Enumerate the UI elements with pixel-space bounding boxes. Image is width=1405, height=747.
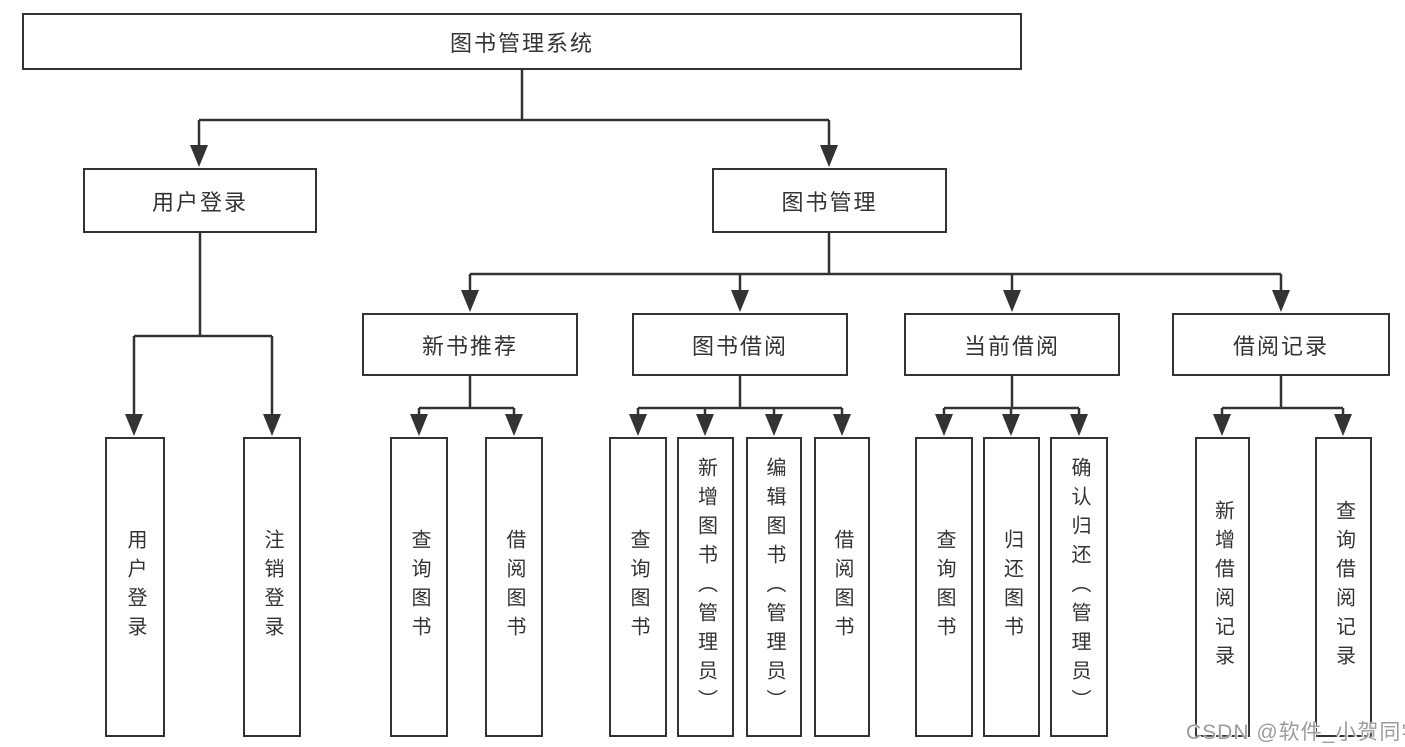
node-label: 查询图书 <box>408 529 430 645</box>
arrowheads <box>125 145 1352 436</box>
node-label: 当前借阅 <box>963 333 1060 359</box>
node-label: 新增借阅记录 <box>1211 500 1234 674</box>
leaf-confirm-return-admin: 确认归还（管理员） <box>1050 437 1108 737</box>
node-user-login: 用户登录 <box>83 168 317 233</box>
node-label: 注销登录 <box>261 529 283 645</box>
node-book-borrow: 图书借阅 <box>632 313 848 376</box>
leaf-user-login: 用户登录 <box>105 437 165 737</box>
leaf-borrow-books-1: 借阅图书 <box>485 437 543 737</box>
node-label: 归还图书 <box>1000 529 1023 645</box>
node-label: 查询图书 <box>933 529 955 645</box>
node-current-borrow: 当前借阅 <box>904 313 1120 376</box>
leaf-query-borrow-record: 查询借阅记录 <box>1315 437 1372 737</box>
leaf-add-borrow-record: 新增借阅记录 <box>1195 437 1250 737</box>
node-label: 借阅图书 <box>831 529 853 645</box>
leaf-add-book-admin: 新增图书（管理员） <box>677 437 734 737</box>
node-borrow-records: 借阅记录 <box>1172 313 1390 376</box>
leaf-query-books-1: 查询图书 <box>390 437 448 737</box>
node-label: 新增图书（管理员） <box>694 456 717 718</box>
leaf-borrow-books-2: 借阅图书 <box>814 437 870 737</box>
node-label: 图书借阅 <box>691 333 788 359</box>
node-label: 查询借阅记录 <box>1332 500 1355 674</box>
node-label: 编辑图书（管理员） <box>763 456 785 718</box>
node-label: 新书推荐 <box>421 333 518 359</box>
node-new-book-recommend: 新书推荐 <box>362 313 578 376</box>
csdn-watermark: CSDN @软件_小贺同学 <box>1186 721 1405 744</box>
node-label: 图书管理系统 <box>449 30 594 56</box>
node-label: 借阅图书 <box>503 529 525 645</box>
node-label: 确认归还（管理员） <box>1068 456 1090 718</box>
leaf-return-book: 归还图书 <box>983 437 1040 737</box>
node-label: 借阅记录 <box>1232 333 1329 359</box>
node-label: 用户登录 <box>124 529 146 645</box>
leaf-logout: 注销登录 <box>243 437 301 737</box>
node-label: 用户登录 <box>151 189 248 215</box>
node-root: 图书管理系统 <box>22 13 1022 70</box>
node-book-management: 图书管理 <box>712 168 947 233</box>
leaf-query-books-3: 查询图书 <box>915 437 973 737</box>
leaf-edit-book-admin: 编辑图书（管理员） <box>746 437 802 737</box>
node-label: 查询图书 <box>627 529 649 645</box>
node-label: 图书管理 <box>781 189 878 215</box>
leaf-query-books-2: 查询图书 <box>609 437 667 737</box>
